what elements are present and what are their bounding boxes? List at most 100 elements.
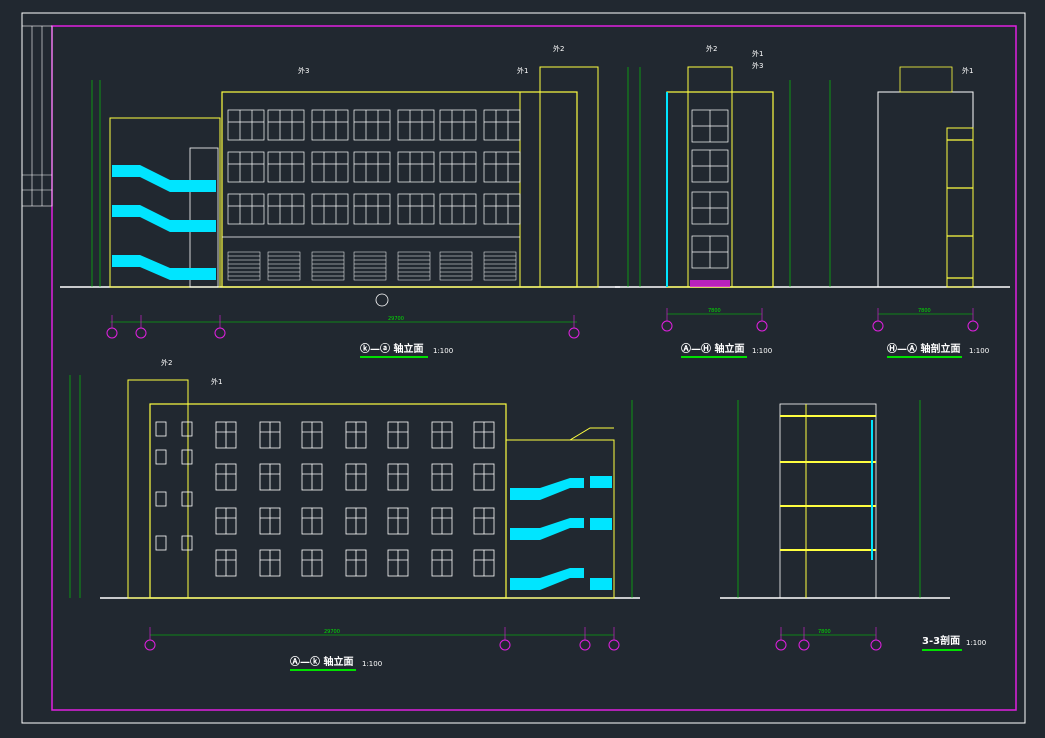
grid-bubble <box>967 320 979 332</box>
elevation-view-3: 外1 7800 <box>780 66 1010 332</box>
window <box>155 449 167 465</box>
window <box>267 193 305 225</box>
grid-bubbles <box>661 308 768 332</box>
dimension-text: 29700 <box>324 629 340 635</box>
section-view-3-3: 7800 <box>720 400 950 651</box>
tag-label: 外3 <box>752 61 763 70</box>
elevation-view-1: 外3 外1 外2 29700 <box>60 44 620 339</box>
grid-bubbles <box>872 308 979 332</box>
floor-slabs <box>780 415 876 551</box>
louvre <box>483 251 517 281</box>
svg-text:1:100: 1:100 <box>433 347 453 355</box>
window <box>181 535 193 551</box>
window <box>483 109 521 141</box>
svg-text:1:100: 1:100 <box>969 347 989 355</box>
dimension-text: 7800 <box>818 629 831 635</box>
grid-bubble <box>756 320 768 332</box>
grid-bubble <box>499 639 511 651</box>
window <box>439 151 477 183</box>
grid-bubble <box>661 320 673 332</box>
tag-label: 外1 <box>962 66 973 75</box>
dimension-text: 29700 <box>388 316 404 322</box>
main-block <box>221 91 578 288</box>
svg-text:Ⓗ—Ⓐ 轴剖立面: Ⓗ—Ⓐ 轴剖立面 <box>887 342 960 355</box>
svg-text:1:100: 1:100 <box>966 639 986 647</box>
inner-frame <box>51 25 1017 711</box>
grid-bubble <box>579 639 591 651</box>
louvre <box>267 251 301 281</box>
grid-bubble <box>872 320 884 332</box>
window <box>227 151 265 183</box>
tag-label: 外3 <box>298 66 309 75</box>
tag-label: 外2 <box>706 44 717 53</box>
stair-glass <box>510 476 612 590</box>
window <box>397 109 435 141</box>
window <box>155 491 167 507</box>
svg-text:Ⓐ—Ⓗ 轴立面: Ⓐ—Ⓗ 轴立面 <box>681 342 744 355</box>
outer-frame <box>21 12 1026 724</box>
window <box>181 449 193 465</box>
window <box>155 421 167 437</box>
window <box>397 151 435 183</box>
louvre <box>227 251 261 281</box>
drawing-title-v4: Ⓐ—ⓚ 轴立面 1:100 <box>290 655 382 671</box>
svg-text:1:100: 1:100 <box>752 347 772 355</box>
window <box>439 109 477 141</box>
window <box>155 535 167 551</box>
window <box>181 421 193 437</box>
floor-lines <box>947 139 973 279</box>
grid-bubbles <box>106 315 580 339</box>
window-grid <box>691 109 729 269</box>
window <box>311 151 349 183</box>
tag-label: 外1 <box>517 66 528 75</box>
drawing-title-v1: ⓚ—ⓐ 轴立面 1:100 <box>360 342 453 358</box>
louvre <box>397 251 431 281</box>
window <box>439 193 477 225</box>
stair-block <box>109 117 221 288</box>
grid-bubble <box>214 327 226 339</box>
grid-bubbles <box>775 627 882 651</box>
dimension-text: 7800 <box>918 308 931 314</box>
louvre <box>439 251 473 281</box>
grid-bubble <box>106 327 118 339</box>
tag-label: 外1 <box>752 49 763 58</box>
window <box>311 109 349 141</box>
elevation-view-4: 外2 外1 29700 <box>69 358 640 651</box>
window <box>227 109 265 141</box>
tag-label: 外1 <box>211 377 222 386</box>
grid-bubble <box>775 639 787 651</box>
elevation-view-2: 外2 外1 外3 7800 <box>615 44 780 332</box>
louvre-panels <box>227 251 517 281</box>
louvre <box>311 251 345 281</box>
window <box>311 193 349 225</box>
louvre <box>353 251 387 281</box>
window <box>483 151 521 183</box>
tag-label: 外2 <box>553 44 564 53</box>
grid-bubble <box>608 639 620 651</box>
window <box>483 193 521 225</box>
grid-bubble <box>135 327 147 339</box>
stair-glass <box>112 165 216 280</box>
window <box>353 151 391 183</box>
window <box>267 151 305 183</box>
window-grid <box>227 109 521 225</box>
grid-bubble <box>144 639 156 651</box>
grid-bubble <box>870 639 882 651</box>
window <box>353 109 391 141</box>
grid-bubble <box>798 639 810 651</box>
window <box>227 193 265 225</box>
tag-label: 外2 <box>161 358 172 367</box>
svg-text:3-3剖面: 3-3剖面 <box>922 634 960 647</box>
grid-bubble <box>568 327 580 339</box>
window <box>397 193 435 225</box>
dimension-text: 7800 <box>708 308 721 314</box>
svg-text:ⓚ—ⓐ 轴立面: ⓚ—ⓐ 轴立面 <box>360 342 423 355</box>
window-grid <box>155 421 495 577</box>
drawing-title-v2: Ⓐ—Ⓗ 轴立面 1:100 <box>681 342 772 358</box>
window <box>181 491 193 507</box>
title-strip <box>21 25 53 207</box>
drawing-title-v5: 3-3剖面 1:100 <box>922 634 986 651</box>
window <box>267 109 305 141</box>
svg-text:1:100: 1:100 <box>362 660 382 668</box>
